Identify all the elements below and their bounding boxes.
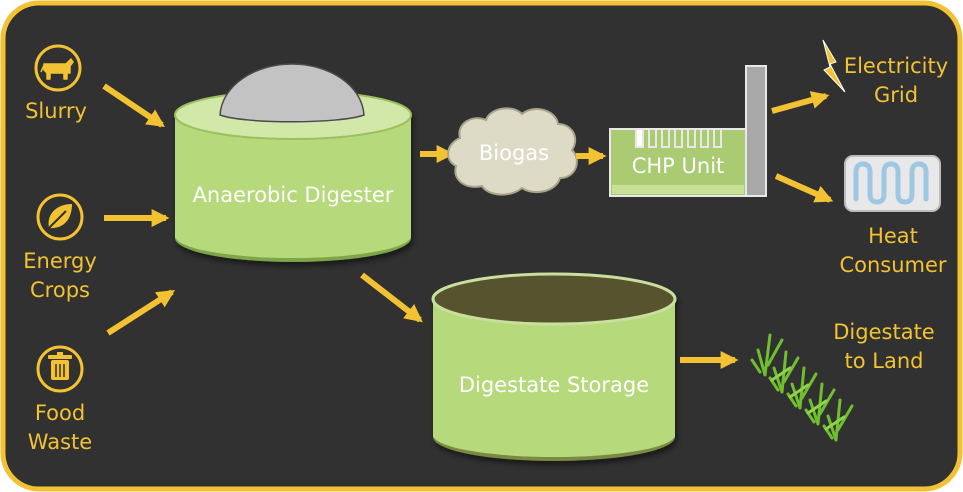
digestate-to-land-label: Digestate to Land — [826, 318, 942, 376]
digestate-to-land-label-line-1: Digestate — [833, 320, 935, 344]
arrow-chp-to-heat — [774, 173, 834, 203]
chp-chimney — [745, 65, 767, 197]
electricity-grid-label-line-2: Grid — [873, 83, 919, 107]
chp-vents — [635, 128, 722, 148]
lightning-bolt-icon — [822, 39, 846, 93]
cow-icon — [34, 44, 82, 92]
electricity-grid-label-line-1: Electricity — [843, 54, 949, 78]
arrow-food-to-digester — [106, 289, 176, 336]
biogas-cloud — [447, 107, 578, 196]
food-waste-label: Food Waste — [20, 399, 100, 457]
crops-icon — [750, 333, 854, 442]
radiator-icon — [844, 155, 941, 212]
arrow-chp-to-electricity — [771, 91, 830, 114]
digestate-storage-label: Digestate Storage — [458, 373, 650, 397]
heat-consumer-label-line-1: Heat — [868, 224, 918, 248]
arrow-digester-to-storage — [360, 272, 423, 323]
food-waste-label-line-1: Food — [34, 401, 86, 425]
slurry-label: Slurry — [25, 99, 87, 123]
digester-gas-dome — [219, 63, 365, 123]
arrow-slurry-to-digester — [102, 83, 165, 128]
heat-consumer-label: Heat Consumer — [834, 222, 952, 280]
food-waste-label-line-2: Waste — [27, 430, 93, 454]
chp-unit — [609, 65, 767, 197]
chp-unit-label: CHP Unit — [631, 154, 725, 178]
energy-crops-label: Energy Crops — [14, 247, 106, 305]
trash-can-icon — [36, 345, 84, 393]
digestate-storage-tank — [431, 272, 677, 461]
energy-crops-label-line-1: Energy — [23, 249, 97, 273]
electricity-grid-label: Electricity Grid — [840, 52, 952, 110]
biogas-label: Biogas — [478, 141, 550, 165]
energy-crops-label-line-2: Crops — [30, 278, 90, 302]
heat-consumer-label-line-2: Consumer — [839, 253, 947, 277]
leaf-icon — [36, 193, 84, 241]
digestate-to-land-label-line-2: to Land — [844, 349, 924, 373]
anaerobic-digester-label: Anaerobic Digester — [192, 183, 394, 207]
